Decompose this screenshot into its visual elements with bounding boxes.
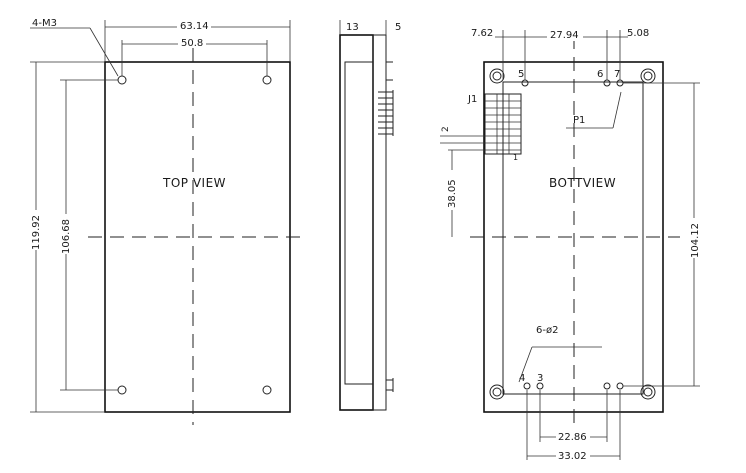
offset-height-bg xyxy=(445,170,459,210)
pin-1-marker: P1 xyxy=(573,115,585,126)
pin-hole-label: 6-ø2 xyxy=(536,325,558,336)
bottom-view: 5 6 7 4 3 J1 1 2 P1 xyxy=(440,28,703,462)
overall-width-dim: 63.14 xyxy=(180,21,209,32)
side-view-baseplate xyxy=(344,61,374,385)
top-view-title: TOP VIEW xyxy=(162,176,226,190)
pin-dim-left: 7.62 xyxy=(471,28,493,39)
pin-dim-right: 5.08 xyxy=(627,28,649,39)
hole-spacing-x-label-bg xyxy=(178,36,206,48)
side-view-pin-length-dim: 5 xyxy=(395,22,401,33)
mount-hole-leader-d xyxy=(89,27,119,77)
bottom-view-inner-frame xyxy=(502,81,644,395)
bottom-pin-spacing-inner: 22.86 xyxy=(558,432,587,443)
j1-side-label: 2 xyxy=(441,126,451,132)
offset-height-dim: 38.05 xyxy=(447,179,458,208)
span-height-bg xyxy=(689,218,703,258)
bottom-mount-hole-br xyxy=(640,384,656,400)
pin-hole-leader-d xyxy=(518,346,533,383)
hole-spacing-y-dim: 106.68 xyxy=(61,219,72,254)
side-view-pin-header xyxy=(372,34,387,411)
mount-hole-bottom-left xyxy=(117,385,127,395)
overall-height-label-bg xyxy=(29,210,43,250)
pin-dim-center-bg xyxy=(547,29,583,41)
connector-pin-grid xyxy=(485,94,521,154)
bottom-dim-inner-bg xyxy=(556,430,590,442)
bottom-dim-outer-bg xyxy=(556,449,590,461)
mount-hole-label: 4-M3 xyxy=(32,18,57,29)
bottom-mount-hole-bl xyxy=(489,384,505,400)
hole-spacing-y-label-bg xyxy=(59,214,73,254)
mount-hole-bottom-right xyxy=(262,385,272,395)
pin-label-5: 5 xyxy=(518,69,524,80)
side-view: 13 5 xyxy=(339,20,401,411)
pin-label-3: 3 xyxy=(537,373,543,384)
bottom-mount-hole-br-inner xyxy=(643,387,653,397)
bottom-pin-spacing-outer: 33.02 xyxy=(558,451,587,462)
pin-label-6: 6 xyxy=(597,69,603,80)
bottom-mount-hole-tl xyxy=(489,68,505,84)
side-view-pin-stack xyxy=(378,90,394,136)
connector-j1 xyxy=(484,93,522,155)
pin-2b xyxy=(616,382,624,390)
hole-spacing-x-dim: 50.8 xyxy=(181,38,203,49)
pin-label-4: 4 xyxy=(519,373,525,384)
connector-pin-1-label: 1 xyxy=(513,153,518,162)
pin-3 xyxy=(536,382,544,390)
bottom-view-title: BOTTVIEW xyxy=(549,176,616,190)
pin-1-leader-2 xyxy=(612,91,622,129)
pin-6 xyxy=(603,79,611,87)
side-view-thickness-dim: 13 xyxy=(346,22,359,33)
pin-4 xyxy=(523,382,531,390)
bottom-mount-hole-tr-inner xyxy=(643,71,653,81)
overall-height-dim: 119.92 xyxy=(31,215,42,250)
mount-hole-top-left xyxy=(117,75,127,85)
pin-7 xyxy=(616,79,624,87)
overall-width-label-bg xyxy=(177,19,211,31)
bottom-mount-hole-bl-inner xyxy=(492,387,502,397)
pin-5 xyxy=(521,79,529,87)
connector-label: J1 xyxy=(467,94,477,105)
pin-dim-center: 27.94 xyxy=(550,30,579,41)
bottom-mount-hole-tl-inner xyxy=(492,71,502,81)
bottom-mount-hole-tr xyxy=(640,68,656,84)
top-view: TOP VIEW 4-M3 63.14 50.8 119.92 106.68 xyxy=(29,18,305,425)
pin-2a xyxy=(603,382,611,390)
mount-hole-top-right xyxy=(262,75,272,85)
pin-label-7: 7 xyxy=(614,69,620,80)
span-height-dim: 104.12 xyxy=(690,223,701,258)
